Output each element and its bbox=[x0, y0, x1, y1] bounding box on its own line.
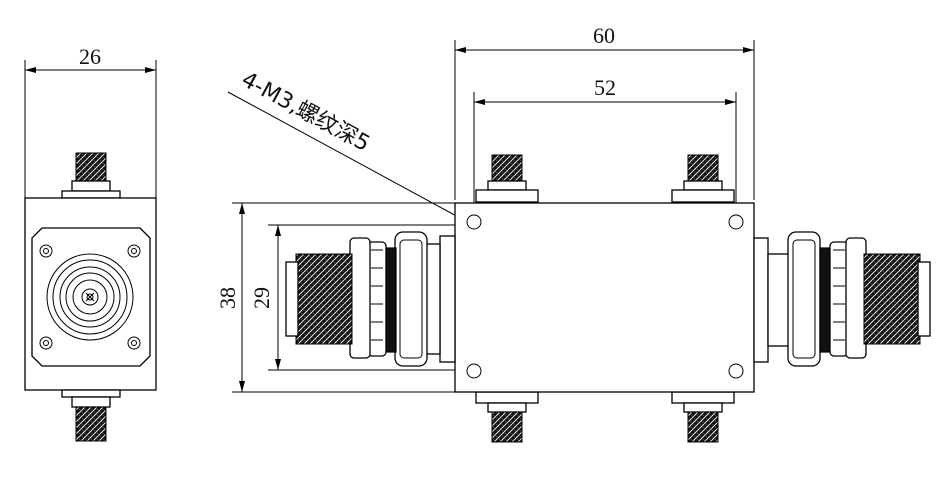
flange-mount-holes bbox=[39, 244, 141, 350]
hole-spacing-length-dimension: 52 bbox=[473, 75, 737, 215]
width-dimension: 26 bbox=[24, 44, 157, 198]
right-n-connector bbox=[753, 231, 931, 367]
end-view: 26 bbox=[24, 44, 157, 442]
overall-height-dimension: 38 bbox=[215, 202, 455, 393]
hole-spacing-height-dimension: 29 bbox=[249, 224, 468, 371]
top-sma-connector bbox=[61, 152, 121, 199]
left-n-connector bbox=[285, 231, 456, 367]
n-connector-flange bbox=[31, 227, 151, 367]
overall-height-label: 38 bbox=[215, 287, 240, 309]
n-connector-face bbox=[46, 253, 134, 341]
top-sma-connector-left bbox=[475, 154, 539, 203]
main-view: 60 52 38 29 bbox=[215, 23, 931, 443]
thread-note-label: 4-M3,螺纹深5 bbox=[237, 67, 374, 157]
main-view-mount-holes bbox=[466, 214, 744, 379]
bottom-sma-connector-left bbox=[475, 391, 539, 443]
top-sma-connector-right bbox=[671, 154, 735, 203]
overall-length-label: 60 bbox=[593, 23, 615, 48]
main-view-housing bbox=[454, 202, 755, 393]
bottom-sma-connector bbox=[61, 389, 121, 442]
overall-length-dimension: 60 bbox=[454, 23, 755, 200]
width-dimension-label: 26 bbox=[79, 44, 101, 69]
hole-spacing-length-label: 52 bbox=[594, 75, 616, 100]
hole-spacing-height-label: 29 bbox=[249, 287, 274, 309]
bottom-sma-connector-right bbox=[671, 391, 735, 443]
